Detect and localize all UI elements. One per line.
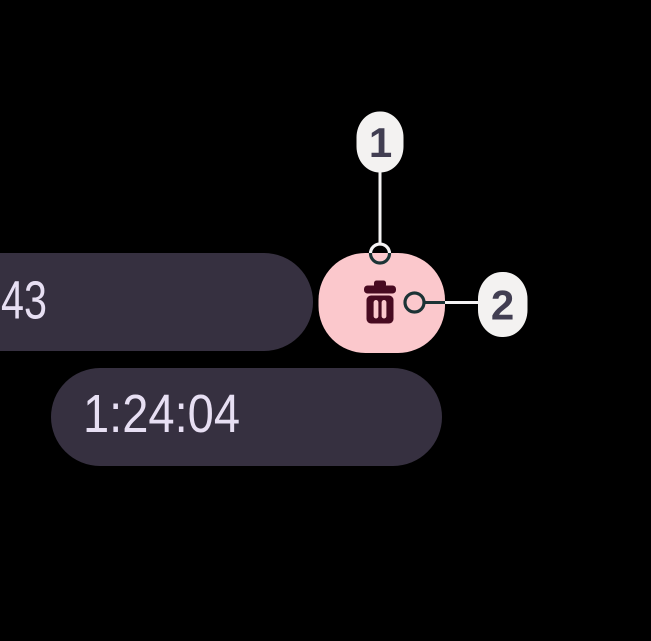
delete-button[interactable] (318, 253, 446, 353)
duration-chip: 1:24:04 (51, 368, 442, 466)
callout-badge-1: 1 (356, 111, 404, 173)
callout-badge-2: 2 (478, 272, 528, 337)
trash-icon (364, 280, 396, 324)
duration-chip-label: 1:24:04 (83, 384, 240, 444)
time-chip-partial-label: 43 (1, 271, 47, 331)
connector-dark-overlay (368, 253, 445, 314)
time-chip-partial: 43 (0, 253, 313, 351)
callout-badge-2-label: 2 (491, 282, 514, 329)
callout-badge-1-label: 1 (369, 119, 392, 166)
